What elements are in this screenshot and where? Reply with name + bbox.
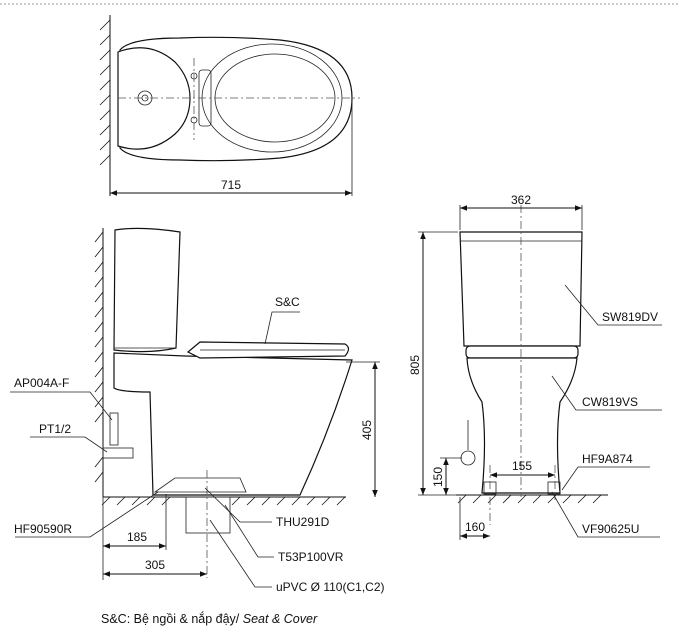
- leader-angle-valve: [551, 491, 660, 538]
- front-fixing-right: [547, 481, 561, 495]
- dim-inlet-height: 150: [431, 467, 445, 487]
- dim-inlet-offset-front: 160: [465, 520, 485, 534]
- side-bowl: [113, 352, 353, 496]
- label-flange: T53P100VR: [278, 550, 344, 564]
- legend-note: S&C: Bệ ngồi & nắp đậy/ Seat & Cover: [101, 612, 317, 626]
- label-gasket: THU291D: [276, 515, 330, 529]
- front-callouts: SW819DV CW819VS HF9A874 VF90625U: [551, 284, 662, 538]
- dim-outlet-spacing: 155: [512, 459, 532, 473]
- leader-inlet-thread: [30, 436, 108, 453]
- side-tank: [113, 227, 181, 353]
- leader-bowl: [551, 375, 662, 411]
- side-flange: [153, 477, 247, 493]
- dim-total-height: 805: [408, 355, 422, 375]
- front-view: 362 805 150 155 160: [408, 193, 608, 540]
- label-floor-fixing: HF90590R: [14, 522, 72, 536]
- label-tank: SW819DV: [602, 310, 658, 324]
- legend-italic: Seat & Cover: [242, 612, 318, 626]
- dim-rim-height: 405: [360, 420, 374, 440]
- leader-fixing-kit: [561, 466, 650, 491]
- leader-tank: [564, 284, 662, 326]
- dim-top-width: 715: [221, 178, 241, 192]
- front-seat: [465, 345, 579, 359]
- label-seat-cover: S&C: [275, 295, 300, 309]
- top-view: 715: [99, 15, 360, 196]
- leader-gasket: [204, 487, 272, 523]
- label-fill-valve: AP004A-F: [14, 376, 69, 390]
- side-inlet-pipe: [102, 447, 134, 459]
- dim-front-width: 362: [511, 193, 531, 207]
- dim-inlet-offset-side: 185: [127, 530, 147, 544]
- front-floor-hatch: [457, 494, 602, 504]
- front-angle-valve: [460, 450, 476, 466]
- leader-floor-fixing: [15, 491, 159, 538]
- side-wall-hatch: [94, 231, 104, 483]
- leader-seat-cover: [264, 311, 300, 345]
- side-view: 405 185 305: [94, 227, 380, 580]
- side-drain-pipe: [185, 496, 231, 534]
- leader-fill-valve: [10, 391, 113, 421]
- leader-flange: [224, 504, 274, 558]
- side-callouts: S&C AP004A-F PT1/2 HF90590R THU291D T53P…: [10, 295, 385, 594]
- top-wall-hatch: [99, 19, 111, 166]
- legend-prefix: S&C: Bệ ngồi & nắp đậy/: [101, 612, 243, 626]
- label-fixing-kit: HF9A874: [582, 452, 633, 466]
- leader-pipe: [209, 519, 272, 588]
- side-angle-valve: [109, 412, 119, 446]
- label-angle-valve: VF90625U: [582, 522, 639, 536]
- label-inlet-thread: PT1/2: [39, 422, 71, 436]
- label-pipe: uPVC Ø 110(C1,C2): [276, 580, 385, 594]
- label-bowl: CW819VS: [582, 395, 638, 409]
- side-floor-hatch: [101, 496, 346, 506]
- dim-outlet-offset: 305: [145, 558, 165, 572]
